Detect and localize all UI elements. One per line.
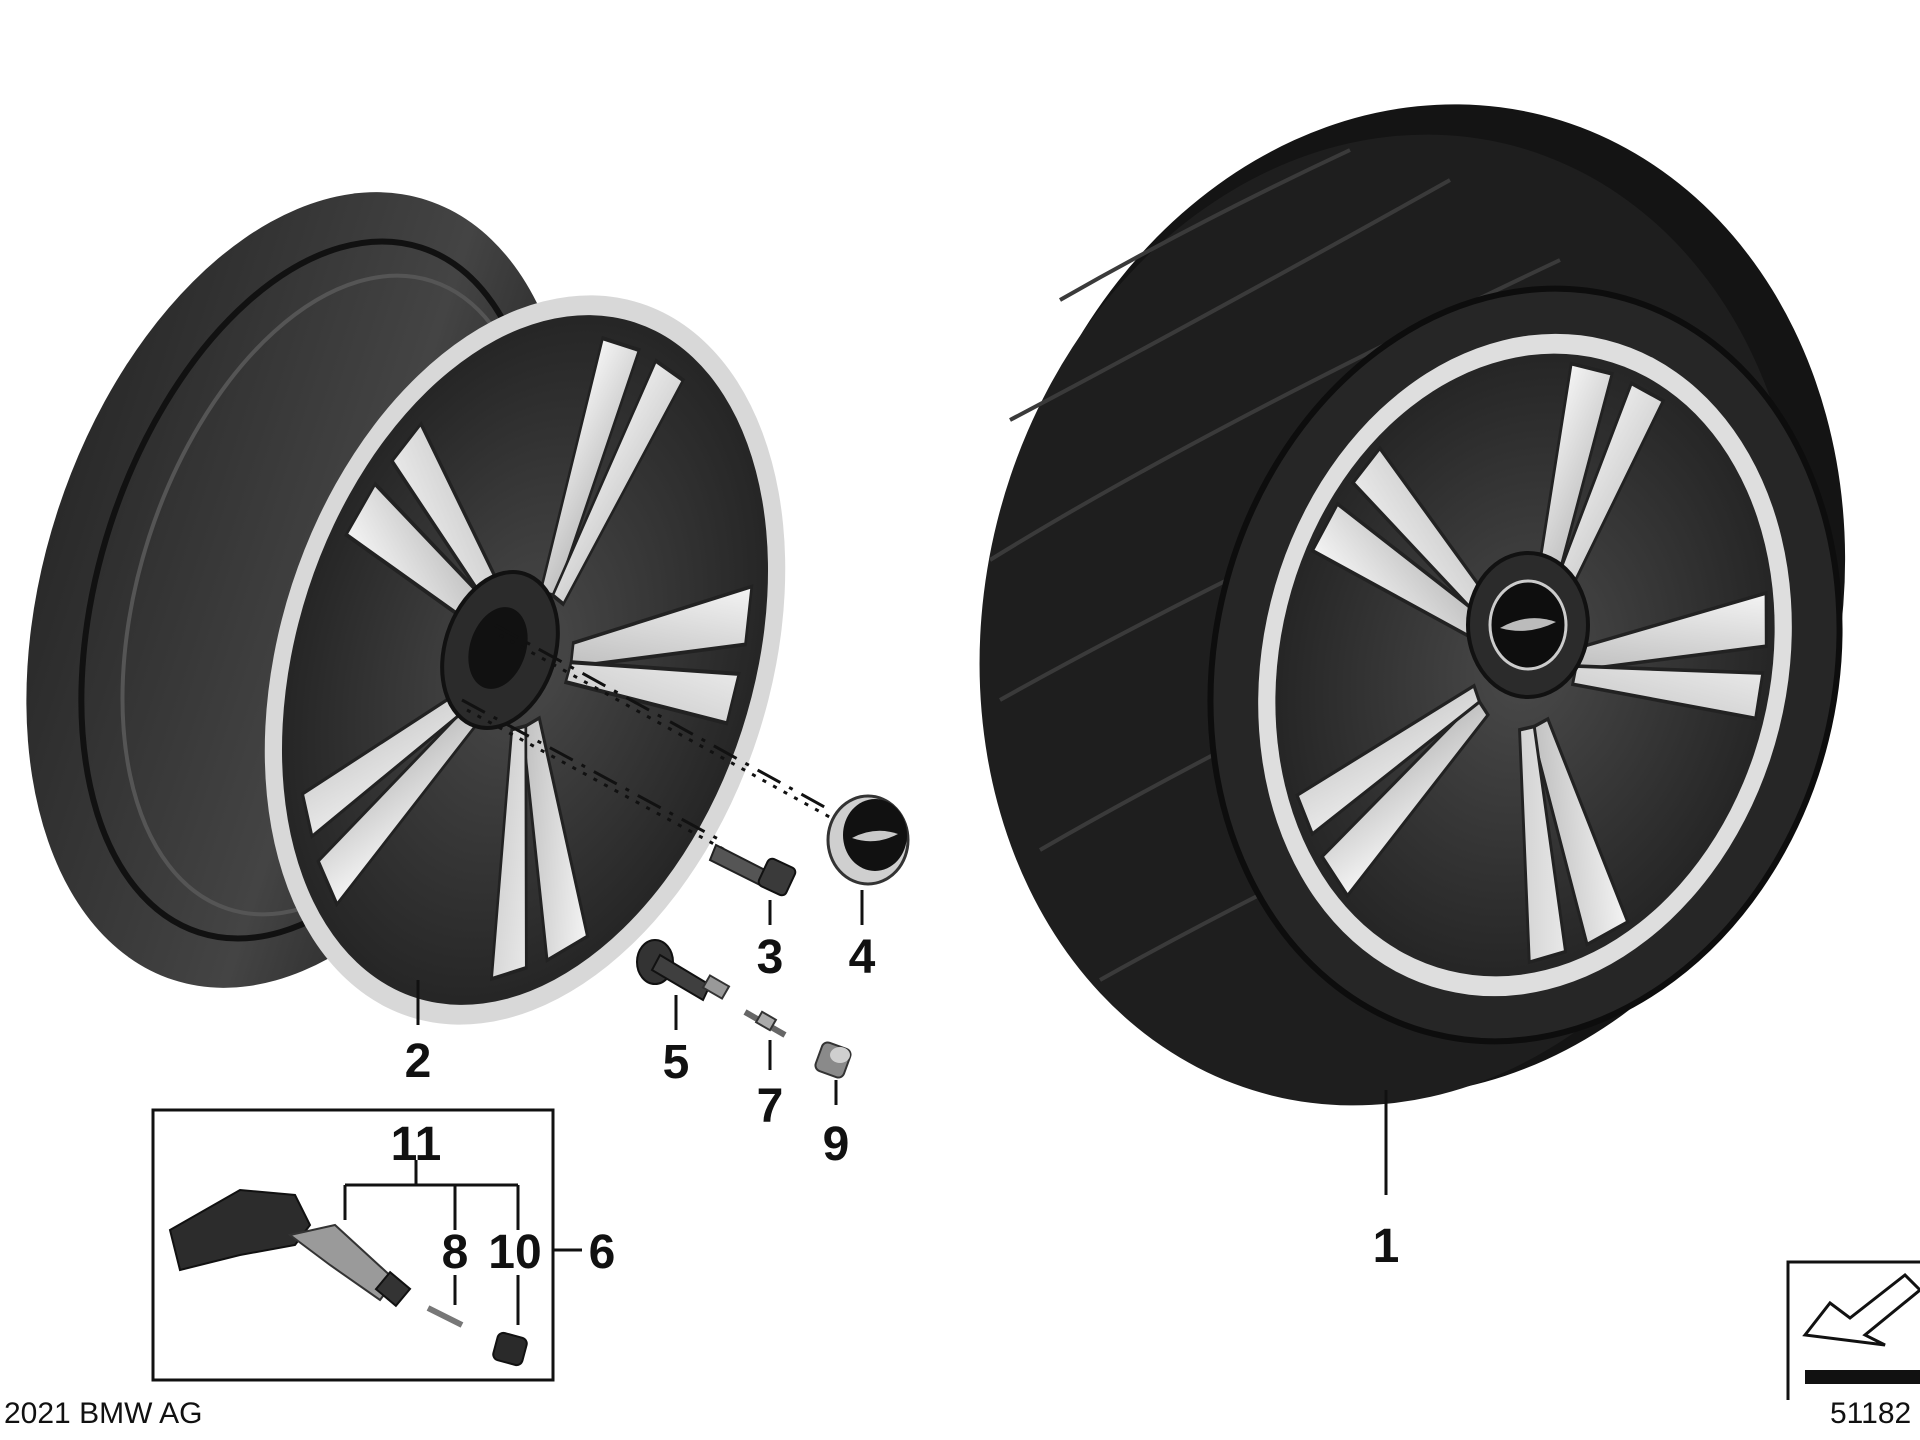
callout-3: 3: [757, 931, 784, 984]
callout-1: 1: [1373, 1220, 1400, 1273]
rim-illustration: [26, 192, 786, 1025]
hub-cap-part: [826, 794, 910, 886]
tpms-box-frame: [151, 1108, 555, 1382]
callout-10: 10: [488, 1226, 541, 1279]
tpms-valve-stem: [287, 1223, 412, 1308]
callout-7: 7: [757, 1080, 784, 1133]
complete-wheel-illustration: [979, 104, 1846, 1106]
diagram-number: 51182: [1830, 1397, 1911, 1430]
valve-part: [636, 939, 731, 1002]
callout-9: 9: [823, 1118, 850, 1171]
rim-spokes: [291, 335, 754, 995]
wheel-bolt-part: [708, 843, 797, 897]
callout-11-bracket: [343, 1160, 520, 1325]
tpms-valve-core: [426, 1305, 464, 1328]
assembly-lines: [461, 623, 836, 852]
callout-11: 11: [391, 1118, 442, 1171]
tpms-valve-cap: [492, 1331, 528, 1367]
copyright-text: 2021 BMW AG: [4, 1397, 202, 1430]
callout-2: 2: [405, 1035, 432, 1088]
valve-cap-part: [814, 1041, 852, 1079]
hub-cap-logo: [1500, 618, 1556, 631]
callout-4: 4: [849, 931, 876, 984]
leader-lines: [416, 890, 1388, 1195]
callout-8: 8: [442, 1226, 469, 1279]
tpms-box: [151, 1108, 582, 1382]
tpms-sensor: [168, 1188, 312, 1272]
corner-arrow-icon: [1802, 1273, 1920, 1347]
callout-6: 6: [589, 1226, 616, 1279]
diagram-number-box: 51182: [1786, 1260, 1920, 1430]
rim-center-bore: [468, 607, 528, 689]
callout-5: 5: [663, 1036, 690, 1089]
valve-core-part: [743, 1009, 787, 1038]
